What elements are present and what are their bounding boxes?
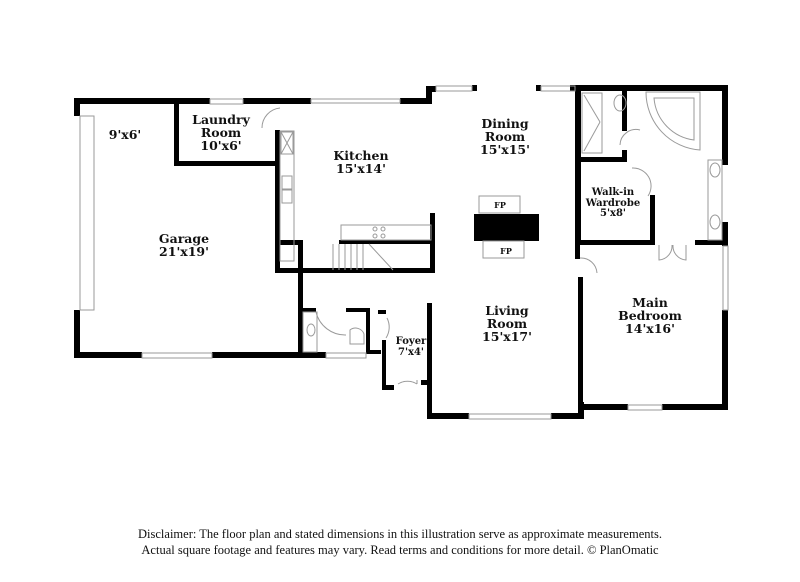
- room-dimensions: 7'x4': [397, 346, 425, 358]
- fireplace-label-living: FP: [500, 246, 512, 256]
- walls: [74, 85, 728, 419]
- room-name: Kitchen: [333, 148, 389, 163]
- room-name: Garage: [158, 231, 210, 246]
- room-name: Bedroom: [618, 308, 682, 324]
- room-name: Living: [485, 303, 529, 318]
- room-dimensions: 15'x15': [480, 142, 530, 158]
- room-name: Foyer: [395, 336, 427, 347]
- room-label-main-bedroom: Main Bedroom 14'x16': [618, 295, 682, 337]
- disclaimer-line-2: Actual square footage and features may v…: [141, 543, 659, 557]
- room-label-dining: Dining Room 15'x15': [480, 116, 530, 158]
- room-dimensions: 15'x14': [336, 161, 386, 177]
- room-name: Wardrobe: [585, 197, 641, 209]
- disclaimer-line-1: Disclaimer: The floor plan and stated di…: [138, 527, 662, 541]
- fixtures: [79, 85, 729, 420]
- room-name: Room: [484, 129, 526, 145]
- fireplace-label-dining: FP: [494, 200, 506, 210]
- room-name: Dining: [481, 116, 529, 131]
- room-label-living: Living Room 15'x17': [482, 303, 532, 345]
- room-label-foyer: Foyer 7'x4': [395, 336, 427, 358]
- room-dimensions: 10'x6': [200, 138, 242, 154]
- room-label-laundry: Laundry Room 10'x6': [192, 112, 250, 154]
- room-name: Laundry: [192, 112, 250, 127]
- disclaimer: Disclaimer: The floor plan and stated di…: [0, 526, 800, 558]
- room-dimensions: 9'x6': [108, 127, 142, 142]
- room-label-kitchen: Kitchen 15'x14': [333, 149, 388, 175]
- room-name: Room: [486, 316, 528, 332]
- room-name: Main: [632, 295, 668, 310]
- room-dimensions: 21'x19': [159, 244, 209, 260]
- room-label-walkin-wardrobe: Walk-in Wardrobe 5'x8': [585, 187, 641, 220]
- room-dimensions: 15'x17': [482, 329, 532, 345]
- room-name: Walk-in: [591, 187, 635, 198]
- room-dimensions: 5'x8': [599, 208, 626, 219]
- room-label-garage-extension: 9'x6': [109, 128, 142, 141]
- room-label-garage: Garage 21'x19': [159, 232, 209, 258]
- room-name: Room: [200, 125, 242, 141]
- room-dimensions: 14'x16': [625, 321, 675, 337]
